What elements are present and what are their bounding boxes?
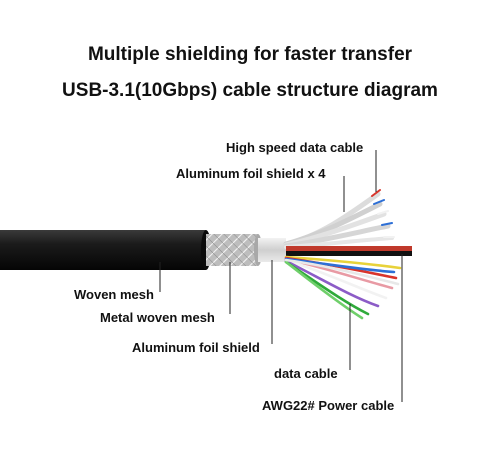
label-data-cable: data cable <box>274 366 338 381</box>
aluminum-foil-core <box>258 238 286 262</box>
power-cable-pair <box>286 246 412 256</box>
label-aluminum-foil-shield: Aluminum foil shield <box>132 340 260 355</box>
metal-woven-mesh <box>206 234 258 266</box>
label-aluminum-foil-shield-x4: Aluminum foil shield x 4 <box>176 166 326 181</box>
outer-jacket <box>0 230 206 270</box>
data-wires-fan <box>284 255 402 320</box>
title-line-2: USB-3.1(10Gbps) cable structure diagram <box>62 80 438 101</box>
shielded-pairs-fan <box>283 189 395 249</box>
label-woven-mesh: Woven mesh <box>74 287 154 302</box>
title-line-1: Multiple shielding for faster transfer <box>87 44 413 65</box>
leader-lines <box>159 150 403 402</box>
label-power-cable: AWG22# Power cable <box>262 398 395 413</box>
label-metal-woven-mesh: Metal woven mesh <box>100 310 215 325</box>
label-high-speed-data-cable: High speed data cable <box>226 140 364 155</box>
